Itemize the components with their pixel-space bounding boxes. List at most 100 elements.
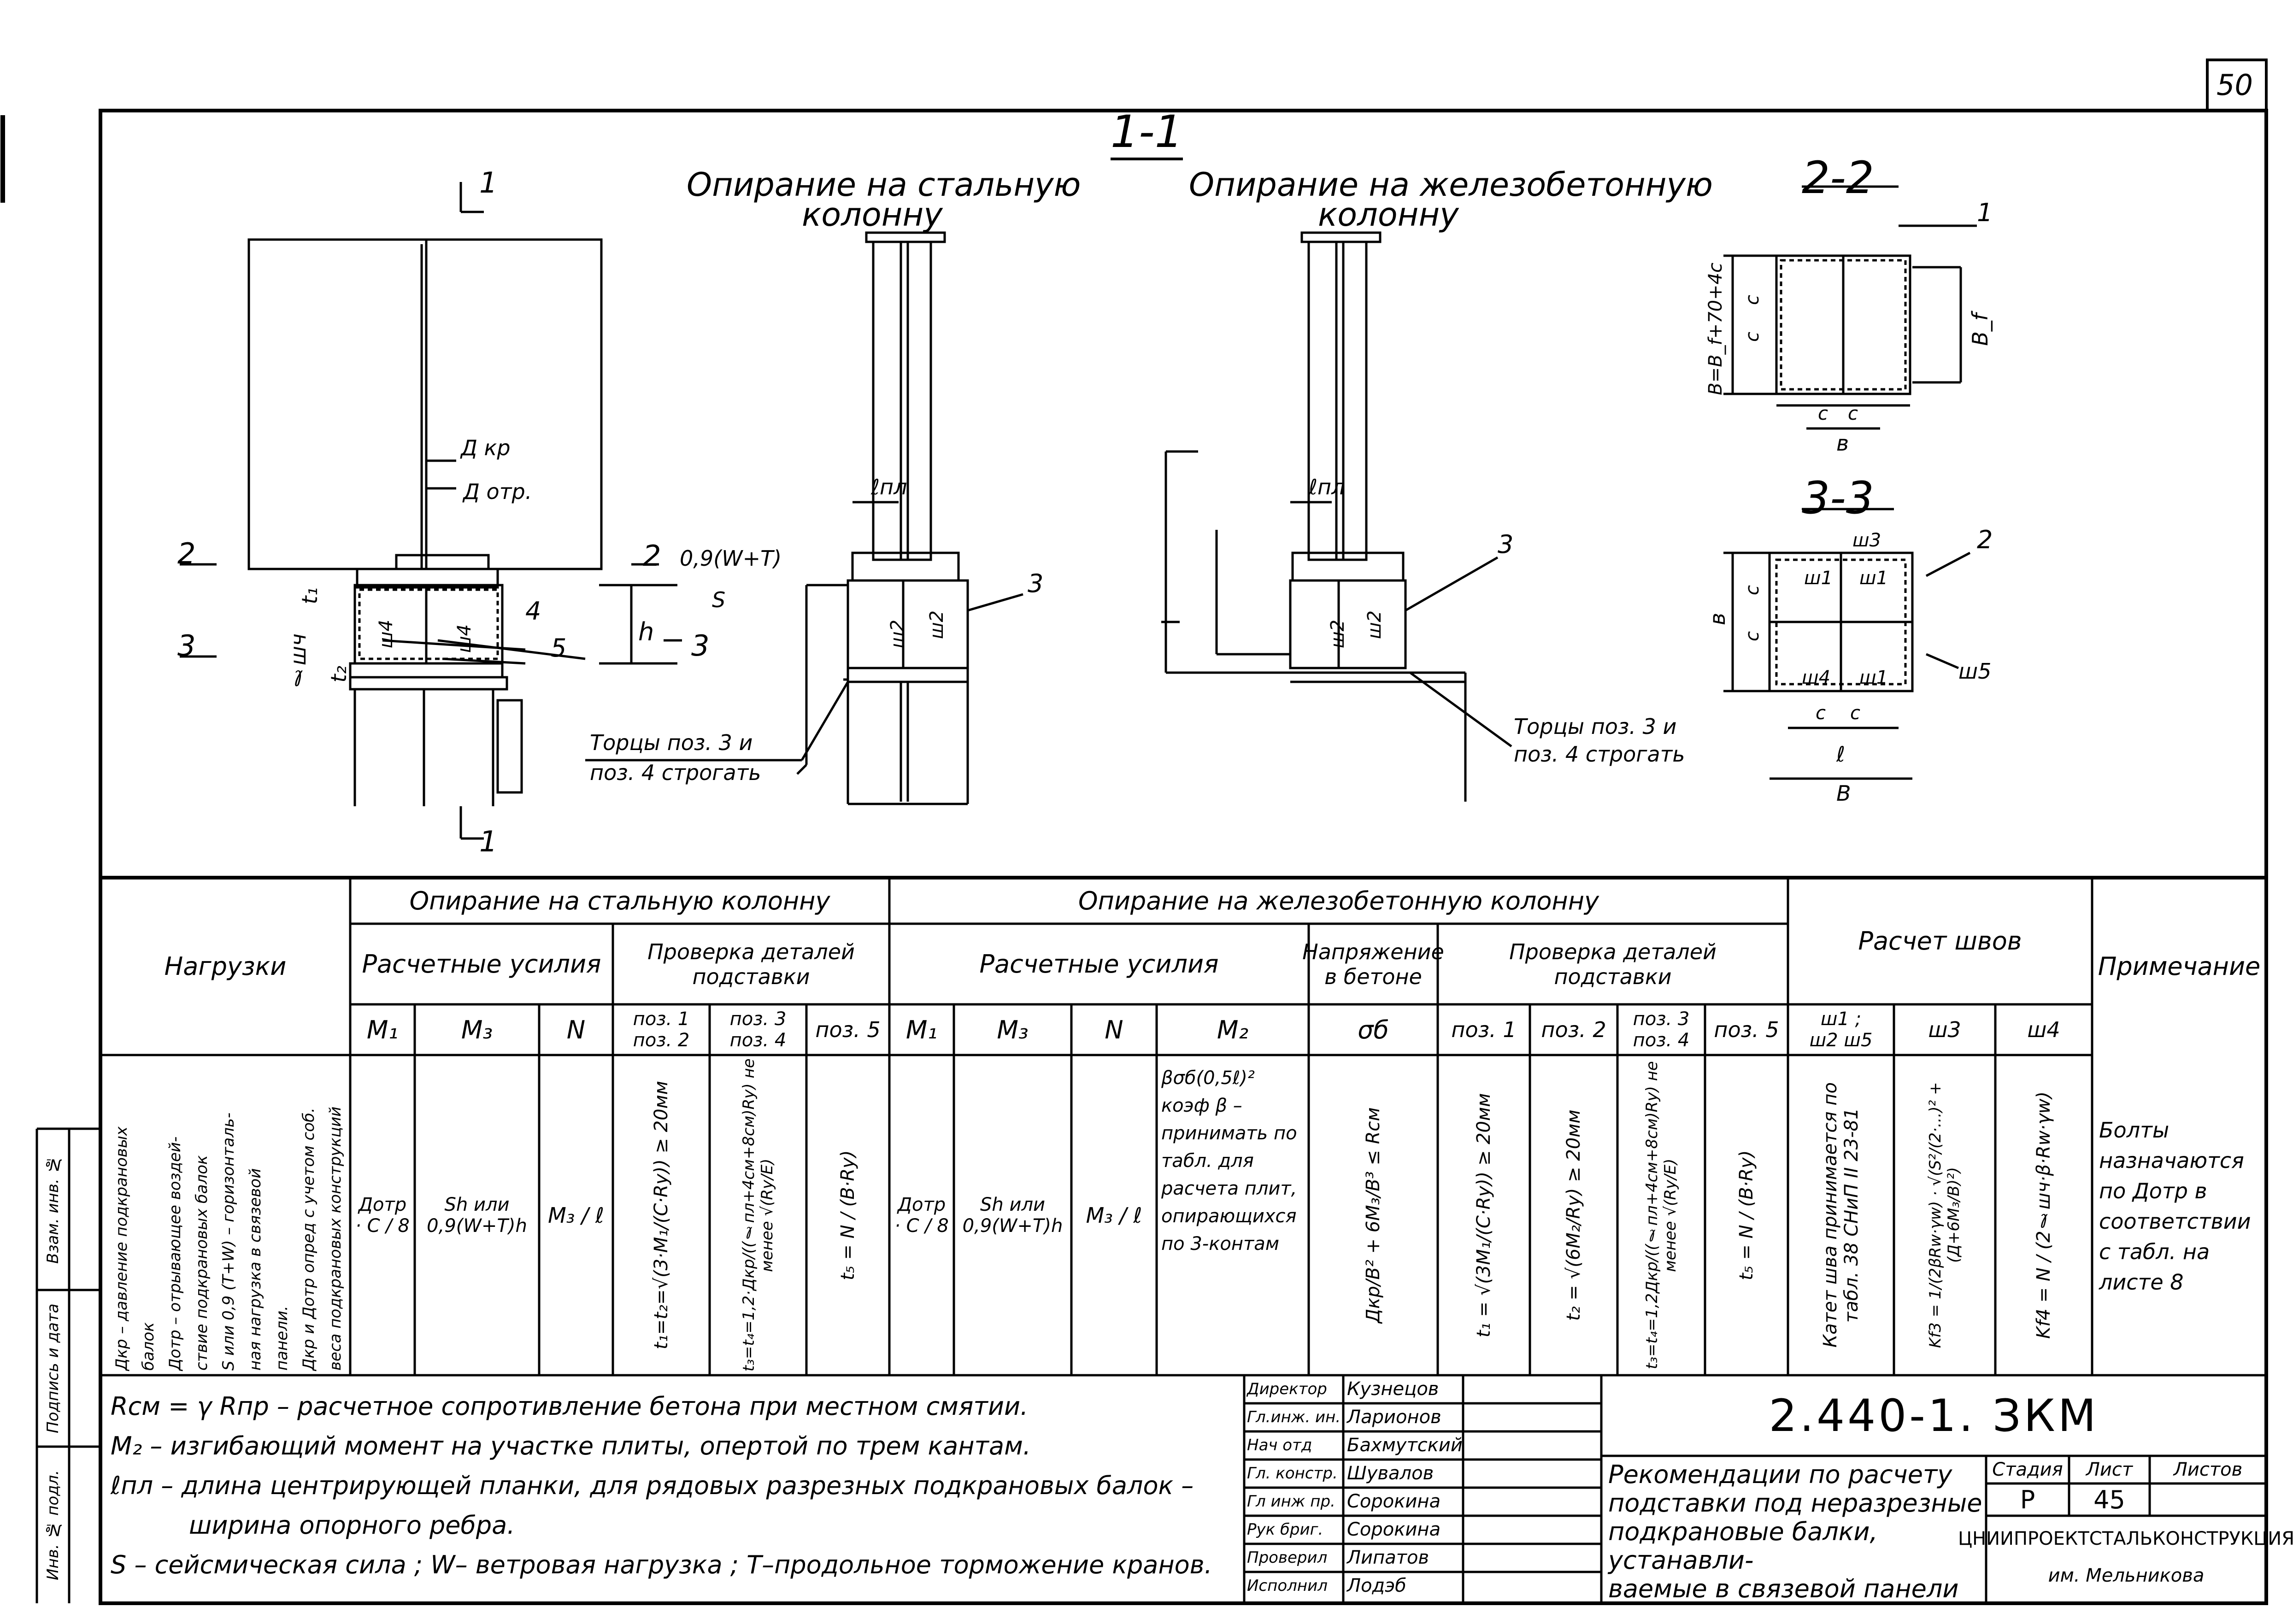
cell-pos2-rc: t₂ = √(6M₂/Ry) ≥ 20мм	[1563, 1109, 1584, 1321]
cell-m3-steel: Sh или 0,9(W+T)h	[427, 1194, 527, 1237]
loads-line: S или 0,9 (T+W) – горизонталь-	[219, 1112, 238, 1371]
cut-marker-2-right: 2	[643, 539, 661, 573]
th-m3-steel: M₃	[461, 1015, 493, 1044]
stamp-role: Проверил	[1247, 1548, 1328, 1567]
th-m1-steel: M₁	[366, 1015, 399, 1044]
stamp-role: Гл инж пр.	[1247, 1492, 1335, 1511]
th-weld-4: ш4	[2027, 1017, 2060, 1042]
stamp-role: Директор	[1247, 1380, 1327, 1398]
side-stamp-inventory: Инв. № подл.	[44, 1470, 62, 1580]
loads-line: Дкр – давление подкрановых	[112, 1126, 131, 1371]
th-pos1-rc: поз. 1	[1451, 1017, 1517, 1042]
th-m2-rc: M₂	[1217, 1015, 1249, 1044]
rc-view-title: Опирание на железобетонную	[1189, 166, 1713, 204]
note-line: S – сейсмическая сила ; W– ветровая нагр…	[111, 1550, 1212, 1579]
th-steel-support: Опирание на стальную колонну	[409, 886, 830, 915]
stamp-name: Липатов	[1347, 1547, 1429, 1568]
weld-sh1-c: ш1	[1859, 667, 1888, 688]
loads-description: Дкр – давление подкрановых балок Дотр – от…	[104, 1055, 348, 1375]
weld-sh5-label: ш5	[1958, 659, 1992, 684]
th-stress-concrete: Напряжение в бетоне	[1302, 939, 1444, 989]
note-line: ℓпл – длина центрирующей планки, для ряд…	[111, 1471, 1194, 1500]
organization-name: ЦНИИПРОЕКТСТАЛЬКОНСТРУКЦИЯ	[1958, 1528, 2293, 1549]
stamp-name: Сорокина	[1347, 1519, 1441, 1540]
dim-h: h	[638, 617, 654, 646]
sheet-label: Лист	[2086, 1459, 2133, 1480]
notes-list: Rсм = γ Rпр – расчетное сопротивление бе…	[111, 1387, 1235, 1599]
cell-weld-4: Kf4 = N / (2ℓшч·β·Rw·γw)	[2033, 1091, 2054, 1339]
cell-pos34-rc: t₃=t₄=1,2Дкр/((ℓпл+4см+8см)Ry) не менее …	[1643, 1061, 1680, 1369]
cell-pos12-steel: t₁=t₂=√(3·M₁/(C·Ry)) ≥ 20мм	[651, 1081, 672, 1349]
dim-bf: B_f	[1968, 313, 1993, 346]
th-pos2-rc: поз. 2	[1541, 1017, 1606, 1042]
planing-note-steel-1: Торцы поз. 3 и	[590, 730, 753, 755]
stamp-role: Гл.инж. ин.	[1247, 1408, 1341, 1426]
th-loads: Нагрузки	[164, 952, 287, 981]
stamp-role: Исполнил	[1247, 1577, 1328, 1595]
dim-b-2-2: в	[1836, 431, 1849, 456]
th-pos34-steel: поз. 3 поз. 4	[729, 1008, 787, 1051]
th-weld-125: ш1 ; ш2 ш5	[1809, 1008, 1873, 1051]
dim-t2: t₂	[326, 666, 351, 683]
dim-lpl-rc: ℓпл	[1309, 475, 1345, 499]
dim-c-vert-2b: c	[1742, 332, 1763, 342]
th-weld-calc: Расчет швов	[1858, 926, 2022, 956]
weld-sh2-steel-a: ш2	[887, 620, 908, 649]
cell-m1-steel: Дотр · C / 8	[355, 1194, 410, 1237]
loads-line: панели.	[273, 1306, 291, 1371]
dim-c-horiz-3b: c	[1850, 703, 1860, 724]
cell-n-steel: M₃ / ℓ	[548, 1202, 604, 1228]
dim-c-vert-3b: c	[1742, 631, 1763, 641]
main-section-label: 1-1	[1111, 106, 1183, 160]
planing-note-steel-2: поз. 4 строгать	[590, 760, 761, 785]
stamp-name: Шувалов	[1347, 1463, 1434, 1484]
th-weld-3: ш3	[1928, 1017, 1961, 1042]
note-line: M₂ – изгибающий момент на участке плиты,…	[111, 1431, 1031, 1460]
th-note: Примечание	[2098, 952, 2261, 981]
loads-line: Дотр – отрывающее воздей-	[166, 1136, 184, 1371]
planing-note-rc-2: поз. 4 строгать	[1514, 742, 1685, 767]
loads-description-list: Дкр – давление подкрановых балок Дотр – от…	[108, 1057, 348, 1371]
stamp-role: Рук бриг.	[1247, 1520, 1323, 1539]
th-rc-support: Опирание на железобетонную колонну	[1078, 886, 1599, 915]
horizontal-force-label: 0,9(W+T)	[680, 546, 782, 571]
weld-sh4-c: ш4	[1802, 667, 1831, 688]
pos-5-label: 5	[551, 633, 567, 662]
sheets-value	[2150, 1483, 2266, 1516]
drawing-title-line: подкрановые балки, устанавли-	[1608, 1517, 1878, 1575]
cut-marker-3-left: 3	[177, 629, 196, 662]
rc-view-title-2: колонну	[1318, 196, 1459, 234]
section-3-3-label: 3-3	[1802, 472, 1874, 524]
seismic-force-label: S	[712, 587, 726, 612]
th-pos5-steel: поз. 5	[815, 1017, 881, 1042]
pos-3-label-steel: 3	[1028, 569, 1044, 598]
dim-l-3-3: ℓ	[1836, 742, 1846, 767]
loads-line: балок	[139, 1322, 158, 1371]
weld-sh1-a: ш1	[1804, 568, 1833, 589]
cell-pos1-rc: t₁ = √(3M₁/(C·Ry)) ≥ 20мм	[1473, 1093, 1494, 1337]
weld-sh4-b: ш4	[454, 624, 475, 653]
weld-sh3-label: ш3	[1852, 530, 1881, 551]
side-stamp-replacement: Взам. инв. №	[44, 1155, 62, 1264]
dim-c-vert-2a: c	[1742, 295, 1763, 305]
stamp-name: Ларионов	[1347, 1407, 1441, 1428]
th-pos12-steel: поз. 1 поз. 2	[633, 1008, 690, 1051]
pos-1-label: 1	[1977, 198, 1993, 227]
cell-n-rc: M₃ / ℓ	[1086, 1202, 1142, 1228]
cut-marker-2-left: 2	[177, 537, 196, 570]
dim-c-horiz-3a: c	[1816, 703, 1826, 724]
th-check-steel: Проверка деталей подставки	[647, 939, 855, 989]
cell-m1-rc: Дотр · C / 8	[894, 1194, 949, 1237]
th-m1-rc: M₁	[905, 1015, 938, 1044]
side-stamp-signature: Подпись и дата	[44, 1303, 62, 1433]
dim-B-3-3: B	[1836, 781, 1851, 806]
stamp-role: Гл. констр.	[1247, 1464, 1338, 1483]
dim-lshch: ℓшч	[286, 633, 311, 691]
drawing-code: 2.440-1. ЗКМ	[1769, 1389, 2099, 1442]
cell-note: Болты назначаются по Дотр в соответствии…	[2099, 1118, 2251, 1295]
weld-sh2-steel-b: ш2	[926, 610, 947, 639]
